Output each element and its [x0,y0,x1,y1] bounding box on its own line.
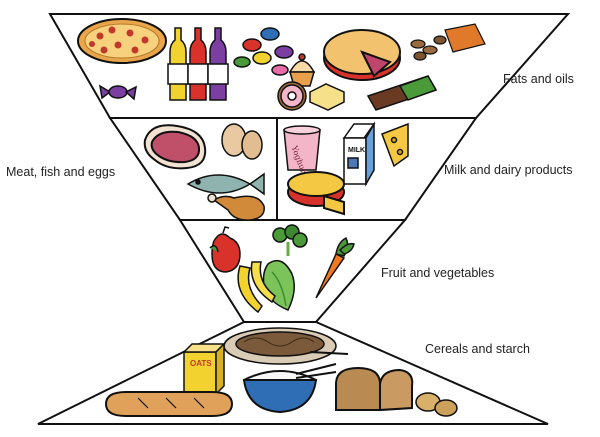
loaf-icon [335,366,414,412]
label-meat-fish-eggs: Meat, fish and eggs [6,165,116,179]
tier-cereals-outline [37,321,549,425]
pepper-icon [209,226,241,273]
oats-box-icon: OATS [182,342,226,396]
pizza-icon [77,18,167,64]
broccoli-icon [272,224,308,256]
label-milk-dairy: Milk and dairy products [444,163,573,177]
label-fats-and-oils: Fats and oils [503,72,574,86]
soda-bottles-icon [167,27,229,101]
carrot-icon [315,236,355,299]
svg-text:MILK: MILK [348,147,365,154]
cupcake-icon [288,53,316,87]
label-cereals-starch: Cereals and starch [425,342,530,356]
label-fruit-vegetables: Fruit and vegetables [381,266,495,280]
cheese-wedge-icon [381,122,409,168]
baguette-icon [104,391,234,417]
pie-icon [323,29,401,81]
bananas-icon [237,261,276,314]
chicken-leg-icon [207,193,265,221]
milk-carton-icon: MILK [342,121,376,187]
rice-bowl-icon [242,363,337,414]
chocolate-bar-icon [366,75,438,111]
butter-icon [309,83,345,111]
potatoes-icon [415,392,458,417]
pyramid-outline [37,13,571,425]
cheese-wheel-icon [287,171,345,216]
steak-icon [143,124,207,170]
lettuce-icon [262,259,295,311]
nuts-icon [410,23,486,61]
wrapped-candy-icon [98,84,137,101]
donut-icon [277,81,307,111]
pasta-plate-icon [223,327,349,365]
yoghurt-pot-icon: Yoghurt [283,125,321,178]
candies-icon [233,27,294,76]
eggs-icon [221,123,263,160]
fish-icon [186,172,265,196]
svg-text:OATS: OATS [190,359,212,368]
